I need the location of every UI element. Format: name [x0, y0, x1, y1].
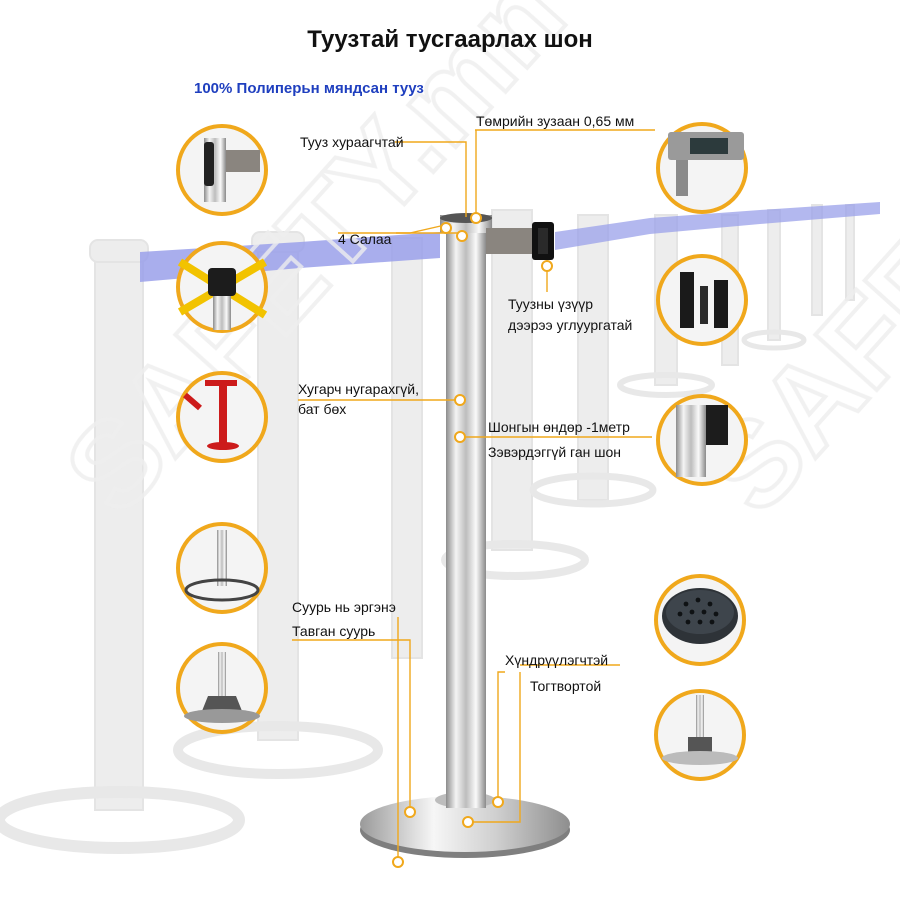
label-four-branches: 4 Салаа	[338, 231, 392, 247]
label-hook-line2: дээрээ углуургатай	[508, 317, 633, 333]
label-stable: Тогтвортой	[530, 678, 602, 694]
label-durable-line2: бат бөх	[298, 401, 347, 417]
label-stainless: Зэвэрдэггүй ган шон	[488, 444, 621, 460]
callout-dots	[392, 212, 553, 868]
blue-tape-right	[555, 202, 880, 250]
subtitle: 100% Полиперьн мяндсан тууз	[194, 80, 424, 97]
left-detail-circles	[176, 124, 268, 734]
label-hook-line1: Туузны үзүүр	[508, 296, 594, 312]
label-plate-base: Тавган суурь	[292, 623, 376, 639]
label-rotating-base: Суурь нь эргэнэ	[292, 599, 396, 615]
label-metal-thickness: Төмрийн зузаан 0,65 мм	[476, 113, 635, 129]
background-posts	[0, 204, 855, 854]
right-detail-circles	[654, 122, 748, 781]
label-tape-retractor: Тууз хураагчтай	[300, 134, 404, 150]
label-durable-line1: Хугарч нугарахгүй,	[298, 381, 419, 397]
label-height: Шонгын өндөр -1метр	[488, 419, 630, 435]
label-weighted: Хүндрүүлэгчтэй	[505, 652, 609, 668]
page-title: Туузтай тусгаарлах шон	[307, 26, 593, 53]
callout-lines	[292, 129, 655, 862]
